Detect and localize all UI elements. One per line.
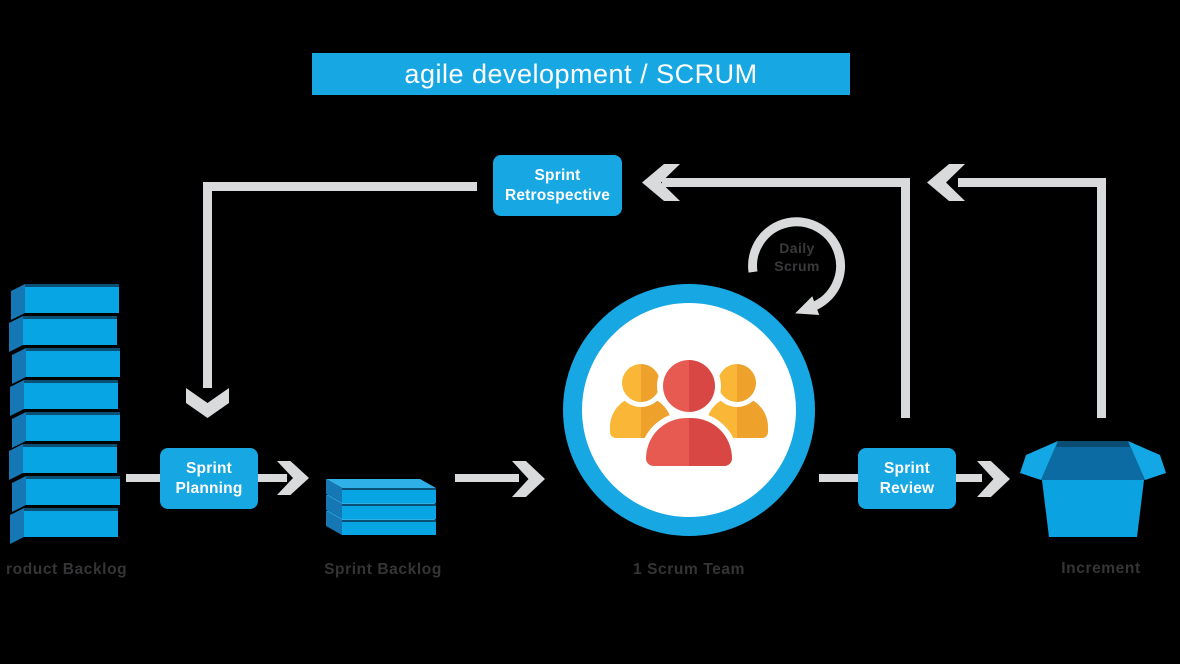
product-backlog-label: roduct Backlog (6, 561, 128, 578)
person-left-head-icon (622, 364, 660, 402)
arrow-review-to-retro-horizontal (662, 178, 910, 187)
sprint-review-label-line2: Review (879, 479, 935, 497)
title-banner: agile development / SCRUM (312, 53, 850, 95)
daily-scrum-label-line2: Scrum (774, 257, 820, 274)
sprint-retrospective-label-line1: Sprint (534, 166, 581, 184)
sprint-retrospective-label-line2: Retrospective (504, 186, 611, 204)
daily-scrum-label: Daily Scrum (742, 240, 852, 275)
page-title: agile development / SCRUM (404, 58, 758, 89)
arrow-planning-to-sprintbacklog (257, 474, 287, 482)
sprint-planning-box: Sprint Planning (160, 448, 258, 509)
increment-open-box-icon (1020, 441, 1166, 537)
arrow-team-to-review (819, 474, 859, 482)
product-backlog-stack-icon (9, 284, 120, 544)
arrow-review-up-vertical (901, 178, 910, 418)
increment-label: Increment (1061, 560, 1141, 577)
sprint-review-label-line1: Sprint (884, 459, 930, 477)
person-right-head-icon (718, 364, 756, 402)
person-center-head-icon (663, 360, 715, 412)
arrow-sprintbacklog-to-team (455, 474, 519, 482)
sprint-planning-label-line2: Planning (175, 479, 243, 497)
sprint-backlog-label: Sprint Backlog (324, 561, 442, 578)
sprint-review-box: Sprint Review (858, 448, 956, 509)
arrow-increment-up-vertical (1097, 178, 1106, 418)
arrow-retro-to-planning-vertical (203, 182, 212, 388)
arrow-retro-to-planning-horizontal (203, 182, 477, 191)
arrow-review-to-increment (954, 474, 982, 482)
sprint-retrospective-box: Sprint Retrospective (493, 155, 622, 216)
arrow-increment-back-horizontal (958, 178, 1106, 187)
arrowhead-down-icon (186, 388, 229, 418)
scrum-team-label: 1 Scrum Team (632, 561, 745, 578)
daily-scrum-label-line1: Daily (779, 240, 815, 256)
daily-scrum-loop-icon (748, 217, 846, 315)
arrow-backlog-to-planning (126, 474, 162, 482)
sprint-planning-label-line1: Sprint (186, 459, 232, 477)
sprint-backlog-stack-icon (326, 479, 436, 535)
